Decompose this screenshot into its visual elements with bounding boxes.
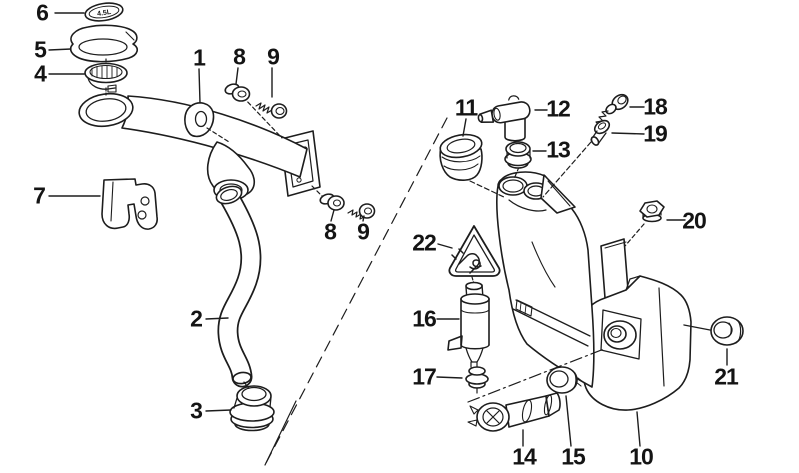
construction-lines [105, 58, 645, 466]
sticker-text: 4.5L [97, 9, 113, 18]
part-label-11[interactable]: 11 [454, 94, 478, 121]
part-label-17[interactable]: 17 [412, 363, 437, 390]
strainer [84, 62, 128, 93]
filler-cap [69, 24, 138, 63]
bushing [710, 316, 744, 346]
rear-reservoir [579, 238, 692, 411]
screw-18 [595, 93, 629, 126]
part-label-15[interactable]: 15 [561, 443, 586, 470]
screw-9-lower [347, 203, 376, 220]
part-label-14[interactable]: 14 [512, 443, 537, 470]
hex-nut [639, 200, 665, 223]
part-label-2[interactable]: 2 [190, 305, 203, 332]
part-label-22[interactable]: 22 [412, 229, 437, 256]
part-label-7[interactable]: 7 [33, 182, 46, 209]
part-label-10[interactable]: 10 [629, 443, 654, 470]
part-label-8b[interactable]: 8 [324, 218, 337, 245]
part-label-19[interactable]: 19 [643, 120, 668, 147]
part-label-12[interactable]: 12 [546, 95, 571, 122]
warning-triangle-icon [448, 225, 501, 277]
part-label-16[interactable]: 16 [412, 305, 437, 332]
level-sensor [467, 392, 561, 432]
part-label-9b[interactable]: 9 [357, 218, 370, 245]
front-reservoir [496, 171, 595, 388]
part-label-1[interactable]: 1 [193, 44, 206, 71]
grommet-8-lower [319, 193, 345, 211]
screw-9-upper [255, 102, 288, 119]
tank-grommet [504, 141, 532, 169]
grommet-8-upper [224, 83, 251, 102]
leader-lines [48, 12, 728, 447]
part-label-18[interactable]: 18 [643, 93, 668, 120]
rivet-19 [590, 119, 611, 146]
part-label-20[interactable]: 20 [682, 207, 707, 234]
capacity-sticker: 4.5L [84, 2, 124, 22]
washer-pump [447, 281, 490, 368]
part-label-8a[interactable]: 8 [233, 43, 246, 70]
filler-hose [215, 185, 262, 388]
hose-grommet [229, 385, 275, 432]
part-label-6[interactable]: 6 [36, 0, 49, 26]
part-label-5[interactable]: 5 [34, 36, 47, 63]
holder-bracket [101, 178, 158, 230]
part-label-4[interactable]: 4 [34, 60, 47, 87]
part-label-3[interactable]: 3 [190, 397, 203, 424]
part-label-9a[interactable]: 9 [267, 43, 280, 70]
seal-ring [546, 366, 584, 394]
rubber-cap [439, 133, 483, 181]
part-label-13[interactable]: 13 [546, 136, 571, 163]
elbow-connector [477, 95, 531, 142]
pump-grommet [465, 366, 489, 394]
part-label-21[interactable]: 21 [714, 363, 739, 390]
